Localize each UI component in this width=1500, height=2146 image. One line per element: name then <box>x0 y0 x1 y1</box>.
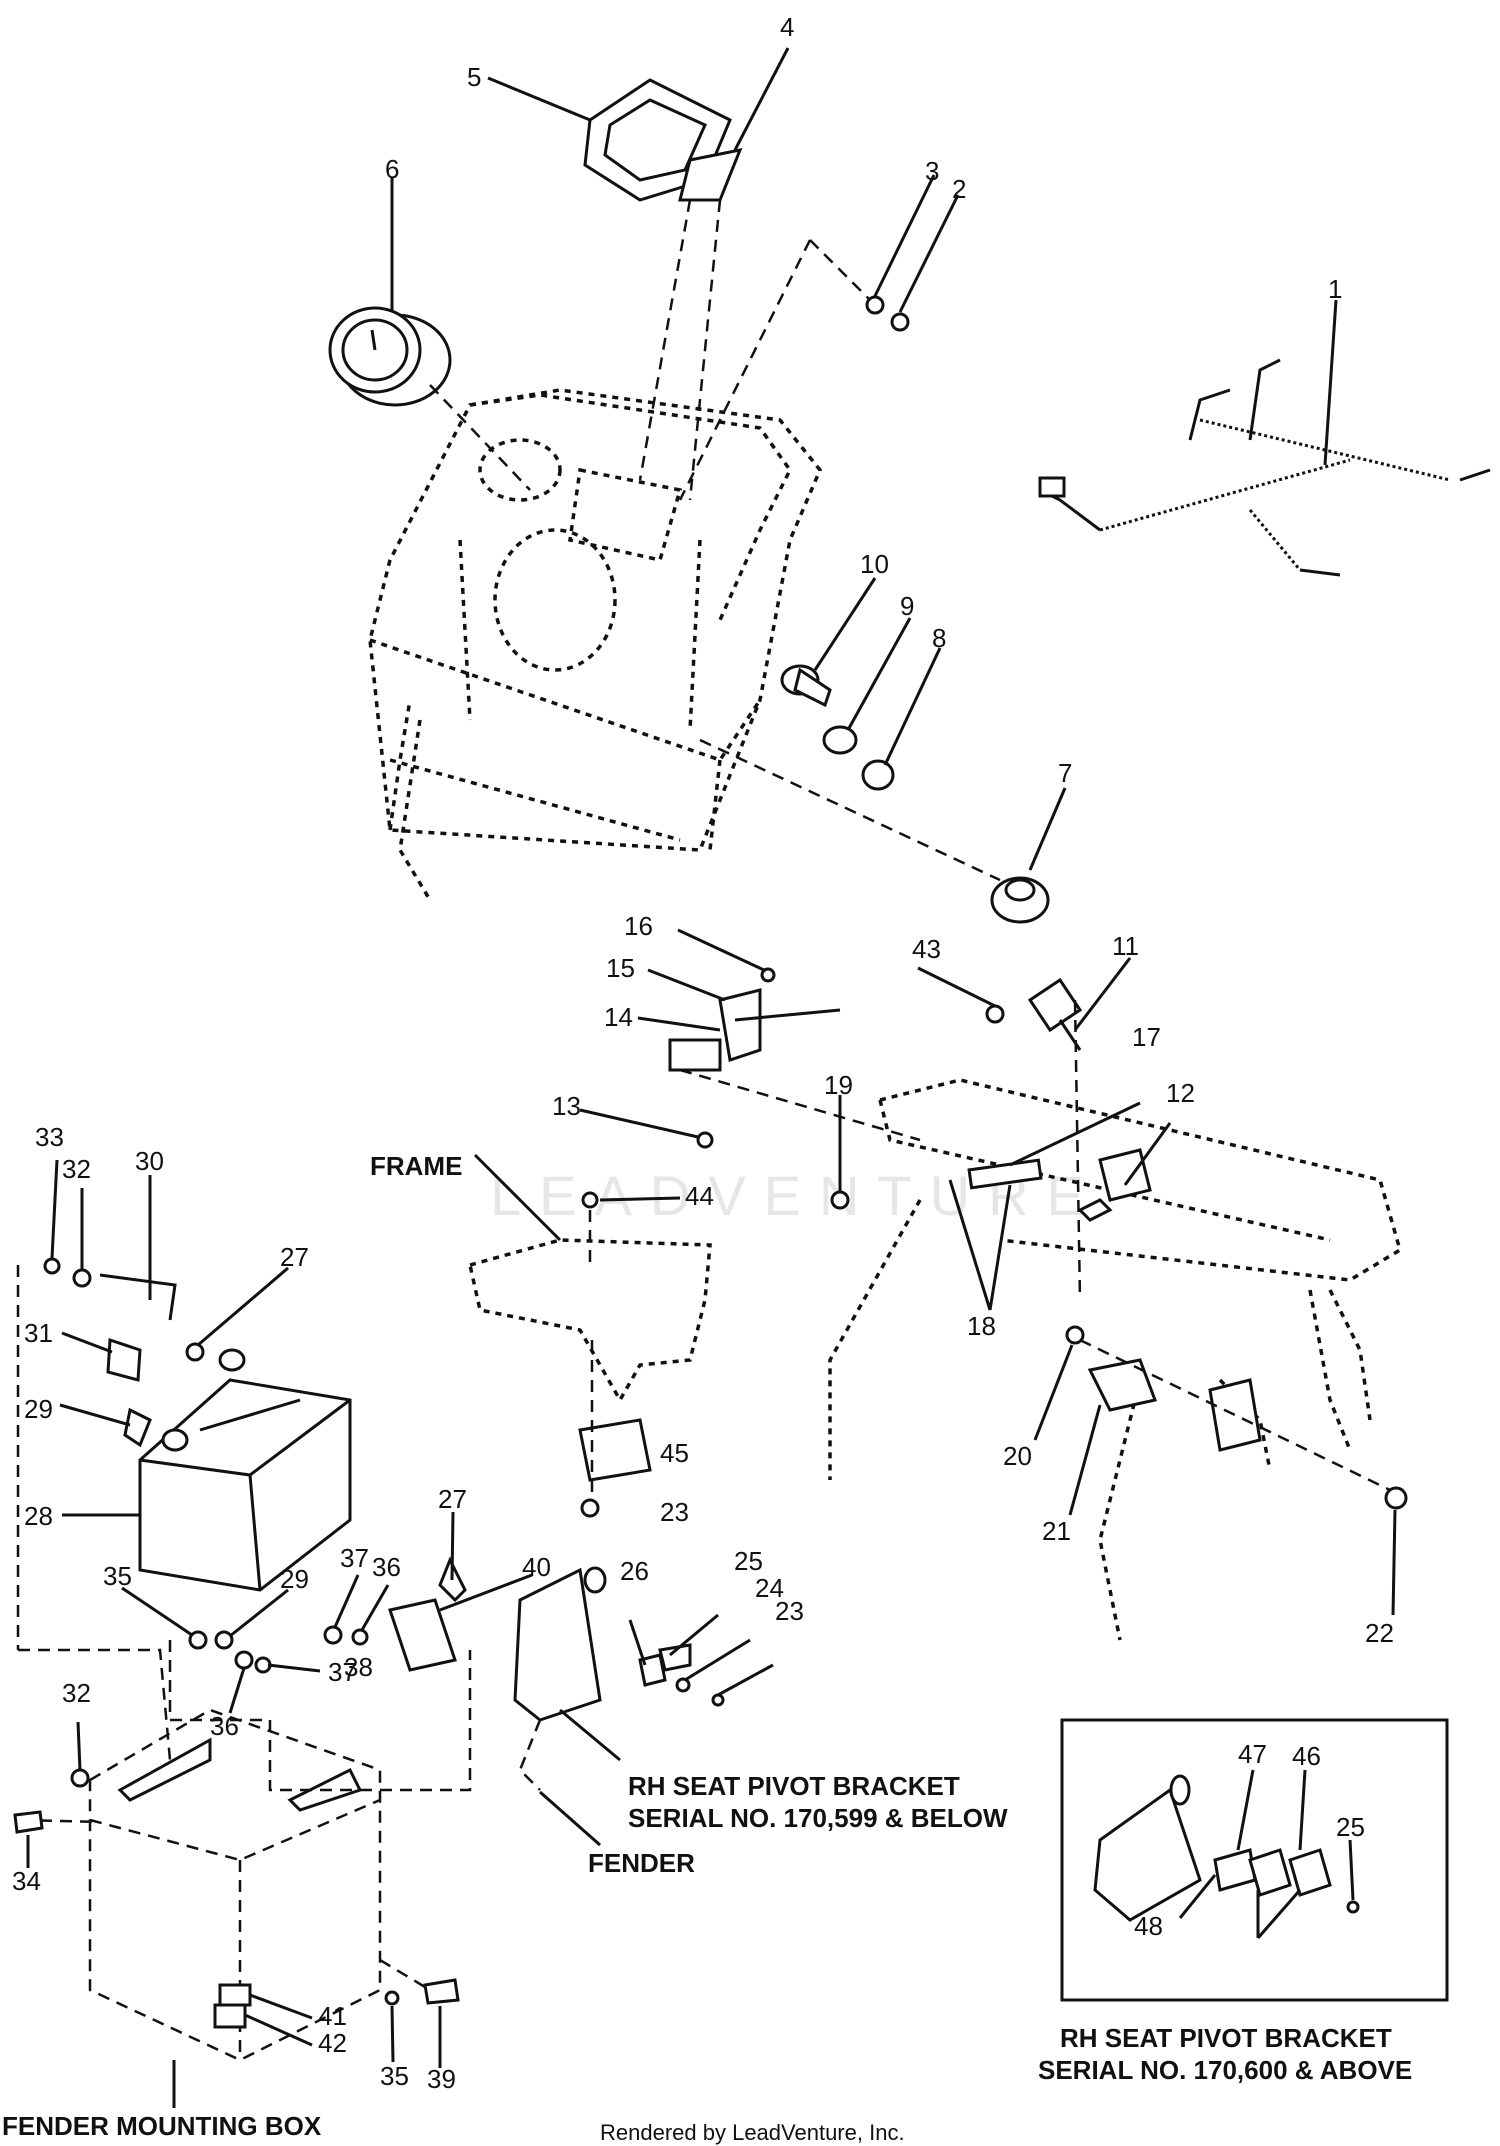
callout: 13 <box>552 1091 581 1121</box>
callout: 44 <box>685 1181 714 1211</box>
callout: 42 <box>318 2028 347 2058</box>
callout: 14 <box>604 1002 633 1032</box>
instrument-bezel <box>583 78 743 202</box>
callout: 30 <box>135 1146 164 1176</box>
callout: 2 <box>952 174 966 204</box>
callout: 38 <box>344 1652 373 1682</box>
callout: 37 <box>340 1543 369 1573</box>
rh-bracket-above-serial: SERIAL NO. 170,600 & ABOVE <box>1038 2055 1412 2085</box>
rh-bracket-below-title: RH SEAT PIVOT BRACKET <box>628 1771 960 1801</box>
callout: 31 <box>24 1318 53 1348</box>
callout: 6 <box>385 154 399 184</box>
circuit-breaker <box>388 1556 467 1672</box>
callout: 32 <box>62 1678 91 1708</box>
callout: 7 <box>1058 758 1072 788</box>
ignition-switch <box>780 664 895 791</box>
choke-knob <box>990 876 1050 924</box>
callout: 43 <box>912 934 941 964</box>
callout: 9 <box>900 591 914 621</box>
callout: 41 <box>318 2001 347 2031</box>
callout: 18 <box>967 1311 996 1341</box>
callout: 36 <box>210 1711 239 1741</box>
callout: 17 <box>1132 1022 1161 1052</box>
callout: 12 <box>1166 1078 1195 1108</box>
callout: 47 <box>1238 1739 1267 1769</box>
fender-mounting-box-label: FENDER MOUNTING BOX <box>2 2111 322 2141</box>
battery <box>138 1348 352 1592</box>
fender-mounting-box <box>70 1708 400 2062</box>
hour-meter-gauge <box>328 306 452 407</box>
callout: 23 <box>775 1596 804 1626</box>
leader-lines <box>26 47 1397 2108</box>
callout-numbers: 1 2 3 4 5 6 7 8 9 10 11 12 13 14 15 16 1… <box>12 12 1394 2094</box>
relay <box>578 1418 652 1518</box>
dashboard-outline <box>368 388 823 901</box>
inset-box <box>1060 1718 1449 2002</box>
callout: 25 <box>1336 1812 1365 1842</box>
callout: 36 <box>372 1552 401 1582</box>
callout: 11 <box>1112 931 1139 961</box>
callout: 22 <box>1365 1618 1394 1648</box>
callout: 35 <box>380 2061 409 2091</box>
callout: 23 <box>660 1497 689 1527</box>
callout: 1 <box>1328 274 1342 304</box>
callout: 27 <box>280 1242 309 1272</box>
battery-hold-down <box>43 1257 205 1448</box>
callout: 28 <box>24 1501 53 1531</box>
captions: FRAME RH SEAT PIVOT BRACKET SERIAL NO. 1… <box>2 1151 1412 2141</box>
wiring-harness <box>1038 358 1491 577</box>
callout: 8 <box>932 623 946 653</box>
callout: 5 <box>467 62 481 92</box>
callout: 25 <box>734 1546 763 1576</box>
render-credit: Rendered by LeadVenture, Inc. <box>600 2120 905 2145</box>
callout: 20 <box>1003 1441 1032 1471</box>
callout: 40 <box>522 1552 551 1582</box>
seat-switch-parts <box>967 977 1408 1510</box>
nut-and-washer <box>865 295 910 332</box>
callout: 29 <box>280 1564 309 1594</box>
callout: 16 <box>624 911 653 941</box>
frame-label: FRAME <box>370 1151 462 1181</box>
callout: 21 <box>1042 1516 1071 1546</box>
callout: 10 <box>860 549 889 579</box>
mounting-bolts <box>13 1810 460 2005</box>
callout: 35 <box>103 1561 132 1591</box>
callout: 45 <box>660 1438 689 1468</box>
seat-pan-outline <box>828 1078 1403 1641</box>
callout: 4 <box>780 12 794 42</box>
fender-label: FENDER <box>588 1848 695 1878</box>
callout: 26 <box>620 1556 649 1586</box>
callout: 46 <box>1292 1741 1321 1771</box>
callout: 48 <box>1134 1911 1163 1941</box>
rh-bracket-above-title: RH SEAT PIVOT BRACKET <box>1060 2023 1392 2053</box>
callout: 15 <box>606 953 635 983</box>
callout: 19 <box>824 1070 853 1100</box>
frame-plate <box>467 967 850 1404</box>
callout: 39 <box>427 2064 456 2094</box>
terminal-hardware <box>188 1625 369 1674</box>
callout: 37 <box>328 1657 357 1687</box>
rh-bracket-below-serial: SERIAL NO. 170,599 & BELOW <box>628 1803 1008 1833</box>
callout: 33 <box>35 1122 64 1152</box>
callout: 34 <box>12 1866 41 1896</box>
callout: 29 <box>24 1394 53 1424</box>
callout: 3 <box>925 156 939 186</box>
rh-seat-pivot-bracket-lower <box>513 1566 725 1722</box>
callout: 27 <box>438 1484 467 1514</box>
callout: 32 <box>62 1154 91 1184</box>
callout: 24 <box>755 1573 784 1603</box>
